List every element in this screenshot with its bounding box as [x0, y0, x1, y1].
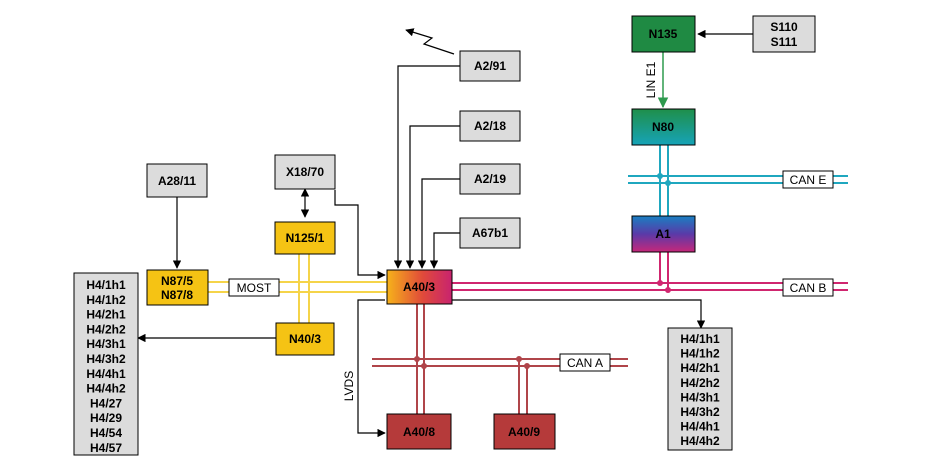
node-n87: N87/5 N87/8 — [146, 269, 209, 306]
speaker-list-item: H4/4h2 — [680, 434, 720, 448]
node-label: S111 — [771, 35, 798, 49]
speaker-list-item: H4/57 — [90, 441, 122, 455]
antenna-icon — [405, 28, 455, 55]
node-label: A28/11 — [158, 174, 196, 188]
node-label: N40/3 — [289, 332, 321, 346]
node-a2-19: A2/19 — [459, 163, 521, 195]
can-e-junction — [665, 180, 671, 186]
speaker-list-item: H4/2h2 — [86, 322, 126, 336]
bus-label-text: CAN A — [567, 356, 603, 370]
node-label: N87/8 — [161, 288, 193, 302]
can-b-junction — [665, 287, 671, 293]
bus-label-lin-e1: LIN E1 — [644, 61, 658, 98]
can-a-junction — [516, 356, 522, 362]
speaker-list-right: H4/1h1H4/1h2H4/2h1H4/2h2H4/3h1H4/3h2H4/4… — [667, 327, 733, 451]
speaker-list-item: H4/1h1 — [680, 332, 720, 346]
node-a1: A1 — [631, 215, 696, 253]
speaker-list-item: H4/3h1 — [86, 337, 126, 351]
speaker-list-item: H4/2h1 — [86, 308, 126, 322]
bus-label-lvds: LVDS — [342, 371, 356, 401]
speaker-list-item: H4/4h1 — [680, 420, 720, 434]
can-e-junction — [657, 173, 663, 179]
node-label: A2/18 — [474, 119, 506, 133]
node-a28-11: A28/11 — [146, 163, 208, 198]
speaker-list-item: H4/3h2 — [680, 405, 720, 419]
can-b-bus-lines — [452, 252, 848, 291]
node-label: N80 — [652, 120, 674, 134]
bus-label-most: MOST — [228, 278, 280, 297]
node-label: A1 — [655, 227, 671, 241]
node-label: A2/19 — [474, 172, 506, 186]
speaker-list-item: H4/1h2 — [86, 293, 126, 307]
speaker-list-item: H4/27 — [90, 396, 122, 410]
can-a-junction — [524, 363, 530, 369]
node-label: N125/1 — [286, 231, 325, 245]
speaker-list-item: H4/1h2 — [680, 347, 720, 361]
node-label: A40/9 — [508, 425, 540, 439]
node-label: A2/91 — [474, 59, 506, 73]
bus-label-text: MOST — [237, 281, 272, 295]
node-n40-3: N40/3 — [275, 322, 335, 356]
signal-lines — [137, 29, 753, 438]
speaker-list-item: H4/1h1 — [86, 278, 126, 292]
node-label: N135 — [649, 27, 678, 41]
node-n80: N80 — [631, 108, 696, 146]
speaker-list-item: H4/4h1 — [86, 367, 126, 381]
can-a-junction — [421, 363, 427, 369]
bus-label-can-b: CAN B — [782, 278, 834, 297]
node-a2-18: A2/18 — [459, 110, 521, 142]
node-a40-9: A40/9 — [493, 413, 556, 450]
node-a40-3: A40/3 — [386, 269, 453, 305]
node-label: A40/3 — [403, 280, 435, 294]
can-a-junction — [414, 356, 420, 362]
speaker-list-item: H4/3h1 — [680, 390, 720, 404]
speaker-list-item: H4/29 — [90, 411, 122, 425]
node-s110-s111: S110 S111 — [752, 15, 816, 53]
speaker-list-item: H4/2h2 — [680, 376, 720, 390]
node-a67b1: A67b1 — [459, 217, 521, 249]
speaker-list-item: H4/54 — [90, 426, 122, 440]
speaker-list-item: H4/4h2 — [86, 382, 126, 396]
node-a40-8: A40/8 — [386, 413, 452, 450]
node-n125-1: N125/1 — [274, 221, 336, 255]
node-label: X18/70 — [286, 165, 324, 179]
bus-label-text: CAN B — [790, 281, 827, 295]
bus-label-text: CAN E — [790, 173, 827, 187]
node-label: N87/5 — [161, 274, 193, 288]
can-b-junction — [657, 280, 663, 286]
speaker-list-item: H4/3h2 — [86, 352, 126, 366]
speaker-list-left: H4/1h1H4/1h2H4/2h1H4/2h2H4/3h1H4/3h2H4/4… — [73, 272, 139, 456]
node-label: S110 — [770, 20, 798, 34]
node-a2-91: A2/91 — [459, 50, 521, 82]
node-x18-70: X18/70 — [274, 154, 336, 190]
node-label: A40/8 — [403, 425, 435, 439]
node-label: A67b1 — [472, 226, 508, 240]
node-n135: N135 — [631, 15, 696, 53]
bus-label-can-e: CAN E — [782, 170, 834, 189]
bus-label-can-a: CAN A — [559, 353, 611, 372]
speaker-list-item: H4/2h1 — [680, 361, 720, 375]
